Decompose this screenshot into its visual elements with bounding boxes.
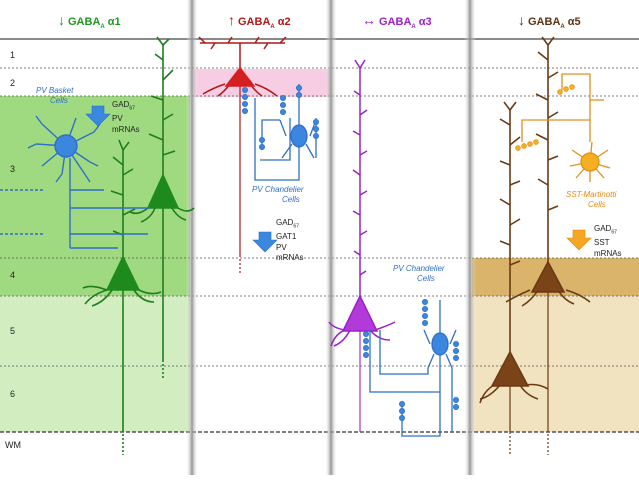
column-title-alpha2: ↑GABAA α2 — [228, 12, 291, 31]
layer-lines — [0, 38, 639, 433]
layer-label-2: 2 — [10, 78, 16, 88]
down-arrow-blue-icon — [252, 231, 278, 253]
column-title-alpha3: ↔GABAA α3 — [362, 12, 432, 31]
alpha2-pyramidal — [198, 36, 287, 275]
alpha2-shade-l2 — [194, 69, 330, 97]
layer-label-1: 1 — [10, 50, 16, 60]
down-arrow-orange-icon — [566, 229, 592, 251]
alpha2-chandelier — [241, 84, 319, 181]
down-arrow-blue-icon — [85, 105, 111, 127]
layer-label-wm: WM — [5, 440, 21, 450]
sst-martinotti-cell — [515, 73, 611, 182]
column-title-alpha1: ↓GABAA α1 — [58, 12, 121, 31]
alpha3-chandelier — [362, 298, 459, 437]
layer-label-4: 4 — [10, 270, 16, 280]
alpha5-pyramidal-lower — [479, 101, 549, 455]
a3-boutons — [362, 298, 459, 421]
alpha1-shade-l5 — [0, 296, 190, 432]
column-backgrounds — [0, 69, 639, 432]
markers-alpha1: GAD67 PV mRNAs — [112, 100, 140, 134]
column-title-alpha5: ↓GABAA α5 — [518, 12, 581, 31]
alpha1-pyramidal-upper — [129, 36, 195, 380]
markers-alpha2: GAD67 GAT1 PV mRNAs — [276, 218, 304, 263]
alpha5-shade-l5 — [472, 296, 639, 432]
column-dividers — [186, 0, 476, 475]
layer-label-5: 5 — [10, 326, 16, 336]
alpha5-pyramidal-upper — [505, 36, 591, 455]
alpha1-pyramidal-lower — [82, 139, 162, 455]
a2-boutons — [241, 85, 319, 150]
layer-label-6: 6 — [10, 389, 16, 399]
pv-basket-cell — [0, 115, 150, 249]
markers-alpha5: GAD67 SST mRNAs — [594, 224, 622, 258]
alpha3-pyramidal — [328, 59, 396, 432]
layer-label-3: 3 — [10, 164, 16, 174]
